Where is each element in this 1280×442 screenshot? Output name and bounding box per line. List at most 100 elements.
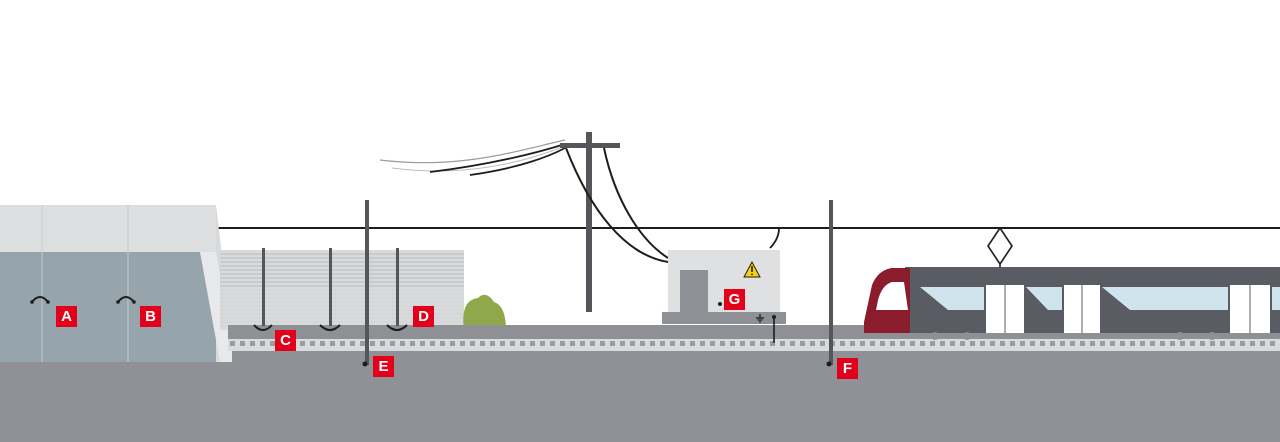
rail-sleeper [370,341,375,346]
earthing-clamp-dot [132,300,136,304]
power-line-fading-2 [391,145,566,172]
marker-f: F [837,358,858,379]
rail-sleeper [340,341,345,346]
rail-sleeper [320,341,325,346]
rail-sleeper [1050,341,1055,346]
rail-sleeper [350,341,355,346]
rail-sleeper [510,341,515,346]
power-pole-crossarm [560,143,620,148]
rail-sleeper [790,341,795,346]
tram-window-4 [1272,287,1280,310]
rail-sleeper [580,341,585,346]
ground-symbol-icon [756,314,764,323]
rail-sleeper [480,341,485,346]
feed-cable-1 [565,147,669,263]
earthing-clamp-icon [253,324,273,331]
rail-sleeper [230,341,235,346]
rail-sleeper [750,341,755,346]
earthing-clamp-icon [117,296,135,303]
rail-sleeper [1090,341,1095,346]
rail-sleeper [470,341,475,346]
rail-sleeper [700,341,705,346]
rail-sleeper [1260,341,1265,346]
tunnel-upper-wall [0,205,216,255]
substation-earth-point [718,302,722,306]
rail-sleeper [940,341,945,346]
rail-sleeper [720,341,725,346]
earthing-clamp-dot [116,300,120,304]
rail-sleeper [330,341,335,346]
barrier-earthing-rod-3 [396,248,399,326]
rail-sleeper [1080,341,1085,346]
earthing-clamp-dot [30,300,34,304]
catenary-mast-e [365,200,369,365]
tram-wheel [963,332,971,340]
rail-sleeper [730,341,735,346]
rail-sleeper [570,341,575,346]
tram [864,226,1280,340]
rail-sleeper [950,341,955,346]
rail-sleeper [760,341,765,346]
rail-sleeper [240,341,245,346]
tram-pantograph [987,226,1013,267]
rail-sleeper [1250,341,1255,346]
marker-b: B [140,306,161,327]
rail-sleeper [970,341,975,346]
rail-sleeper [490,341,495,346]
power-line-2 [469,147,566,176]
rail-sleeper [550,341,555,346]
rail-sleeper [440,341,445,346]
rail-sleeper [1180,341,1185,346]
rail-sleeper [920,341,925,346]
rail-sleeper [710,341,715,346]
rail-sleeper [1040,341,1045,346]
rail-sleeper [450,341,455,346]
rail-sleeper [1060,341,1065,346]
rail-sleeper [390,341,395,346]
rail-sleeper [1010,341,1015,346]
rail-sleeper [430,341,435,346]
rail-sleeper [680,341,685,346]
rail-sleeper [1270,341,1275,346]
rail-sleeper [380,341,385,346]
rail-sleeper [1140,341,1145,346]
tram-window-3 [1102,287,1228,310]
rail-sleeper [1130,341,1135,346]
rail-sleeper [1150,341,1155,346]
rail-sleeper [300,341,305,346]
marker-g: G [724,289,745,310]
tram-window-2 [1026,287,1062,310]
rail-sleeper [910,341,915,346]
rail-sleeper [1210,341,1215,346]
rail-sleepers [230,341,1275,346]
mast-ground-point [362,361,368,367]
substation-to-wire-cable [769,227,780,249]
rail-sleeper [530,341,535,346]
rail-sleeper [360,341,365,346]
rail-sleeper [1230,341,1235,346]
power-line-1 [429,143,566,173]
rail-sleeper [1200,341,1205,346]
rail-sleeper [630,341,635,346]
catenary-mast-f [829,200,833,365]
rail-sleeper [770,341,775,346]
bush [463,294,506,330]
rail-sleeper [870,341,875,346]
warning-exclamation-dot [751,273,753,276]
rail-sleeper [1190,341,1195,346]
rail-sleeper [620,341,625,346]
rail-sleeper [660,341,665,346]
rail-sleeper [400,341,405,346]
rail-sleeper [1240,341,1245,346]
earthing-clamp-icon [386,324,408,331]
rail-sleeper [500,341,505,346]
barrier-earthing-rod-1 [262,248,265,326]
rail-sleeper [850,341,855,346]
rail-sleeper [250,341,255,346]
rail-sleeper [1170,341,1175,346]
rail-sleeper [420,341,425,346]
rail-sleeper [1000,341,1005,346]
rail-sleeper [990,341,995,346]
